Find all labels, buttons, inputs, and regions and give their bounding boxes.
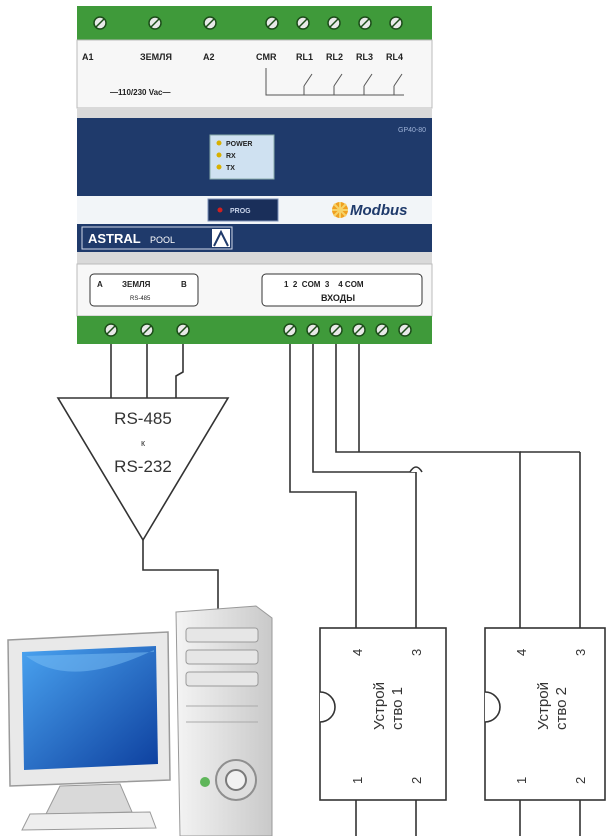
brand-box <box>81 226 233 250</box>
modbus-module: A1 ЗЕМЛЯ A2 CMR RL1 RL2 RL3 RL4 —110/230… <box>76 6 433 344</box>
label-cmr: CMR <box>256 52 277 62</box>
voltage-label: —110/230 Vac— <box>110 88 171 97</box>
device-2-notch-icon <box>484 691 501 723</box>
modbus-logo-icon <box>332 202 348 218</box>
wires <box>110 344 581 836</box>
device-2-name-line1: Устрой <box>535 682 552 730</box>
device-1-pin-4: 4 <box>350 649 365 656</box>
device-2-pin-2: 2 <box>573 777 588 784</box>
converter-line1: RS-485 <box>114 409 172 428</box>
rs485-sub-label: RS-485 <box>130 296 151 302</box>
converter-line2: к <box>141 438 145 448</box>
device-2-pin-3: 3 <box>573 649 588 656</box>
rs485-a-label: A <box>97 280 103 289</box>
inputs-top-label: 1 2 COM 3 4 COM <box>284 280 364 289</box>
led-power-icon <box>216 140 222 146</box>
device-1-notch-icon <box>319 691 336 723</box>
led-rx-label: RX <box>226 153 236 160</box>
label-rl2: RL2 <box>326 52 343 62</box>
device-1-name-line2: ство 1 <box>389 687 406 730</box>
inputs-label: ВХОДЫ <box>321 293 355 303</box>
prog-label: PROG <box>230 208 251 215</box>
rs485-ground-label: ЗЕМЛЯ <box>122 280 151 289</box>
modbus-label: Modbus <box>350 202 408 219</box>
device-2-box <box>484 627 606 801</box>
label-rl3: RL3 <box>356 52 373 62</box>
rs485-rs232-converter: RS-485 к RS-232 <box>56 397 230 542</box>
led-tx-icon <box>216 164 222 170</box>
prog-led-icon <box>217 207 223 213</box>
device-2-pin-4: 4 <box>514 649 529 656</box>
led-rx-icon <box>216 152 222 158</box>
prog-button <box>207 198 279 222</box>
label-rl1: RL1 <box>296 52 313 62</box>
led-indicator-window <box>209 134 275 180</box>
rs485-terminal-box <box>89 273 199 307</box>
inputs-terminal-box <box>261 273 423 307</box>
brand-sub: POOL <box>150 235 175 245</box>
label-a1: A1 <box>82 52 94 62</box>
model-label: GP40-80 <box>398 127 426 134</box>
device-2: Устрой ство 2 4 3 1 2 <box>484 627 606 801</box>
upper-label-panel <box>76 39 433 109</box>
brand-logo-icon <box>212 229 230 247</box>
rs485-b-label: B <box>181 280 187 289</box>
led-power-label: POWER <box>226 141 252 148</box>
top-terminal-strip <box>77 6 432 40</box>
device-1-pin-3: 3 <box>409 649 424 656</box>
device-2-pin-1: 1 <box>514 777 529 784</box>
device-1-pin-2: 2 <box>409 777 424 784</box>
label-rl4: RL4 <box>386 52 403 62</box>
relay-contacts-symbol <box>265 68 404 96</box>
device-1: Устрой ство 1 4 3 1 2 <box>319 627 447 801</box>
bottom-terminal-strip <box>77 316 432 344</box>
wire-crossing <box>409 466 423 473</box>
device-1-pin-1: 1 <box>350 777 365 784</box>
label-a2: A2 <box>203 52 215 62</box>
converter-line3: RS-232 <box>114 457 172 476</box>
device-2-name-line2: ство 2 <box>553 687 570 730</box>
device-1-name-line1: Устрой <box>371 682 388 730</box>
device-1-box <box>319 627 447 801</box>
label-ground-top: ЗЕМЛЯ <box>140 52 172 62</box>
computer-icon <box>7 605 273 836</box>
led-tx-label: TX <box>226 165 235 172</box>
brand-main: ASTRAL <box>88 231 141 246</box>
